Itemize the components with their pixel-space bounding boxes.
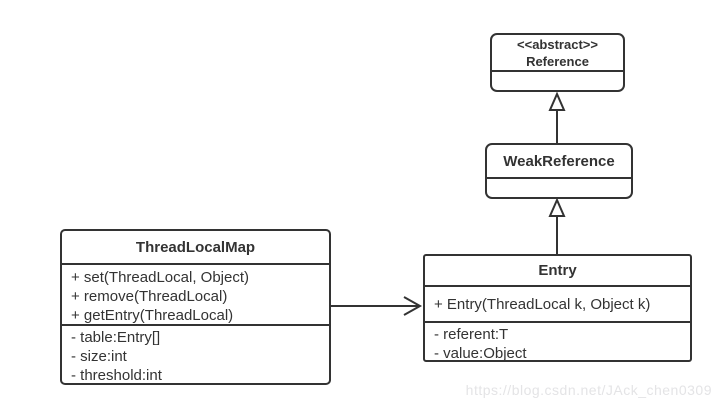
class-title-threadlocalmap: ThreadLocalMap [62,231,329,265]
class-title-weakreference: WeakReference [487,145,631,179]
class-box-entry: Entry + Entry(ThreadLocal k, Object k) -… [423,254,692,362]
attribute-item: - threshold:int [71,367,162,383]
class-name: WeakReference [503,152,615,170]
class-box-reference: <<abstract>> Reference [490,33,625,92]
method-item: + remove(ThreadLocal) [71,288,228,305]
class-name: Reference [526,53,589,69]
generalization-arrow-entry-to-weakreference [548,197,566,254]
method-item: + Entry(ThreadLocal k, Object k) [434,295,651,313]
attribute-item: - size:int [71,348,127,365]
class-title-entry: Entry [425,256,690,287]
attribute-item: - table:Entry[] [71,329,161,346]
watermark-text: https://blog.csdn.net/JAck_chen0309 [465,382,712,398]
attribute-item: - value:Object [434,345,527,360]
empty-compartment [492,72,623,90]
association-arrow-threadlocalmap-to-entry [331,296,423,316]
class-title-reference: <<abstract>> Reference [492,35,623,72]
attributes-compartment: - referent:T - value:Object [425,323,690,360]
attributes-compartment: - table:Entry[] - size:int - threshold:i… [62,326,329,383]
methods-compartment: + set(ThreadLocal, Object) + remove(Thre… [62,265,329,326]
methods-compartment: + Entry(ThreadLocal k, Object k) [425,287,690,323]
generalization-arrow-weakreference-to-reference [548,91,566,143]
method-item: + set(ThreadLocal, Object) [71,269,250,286]
stereotype-label: <<abstract>> [517,36,598,52]
empty-compartment [487,179,631,197]
class-name: Entry [538,262,577,279]
method-item: + getEntry(ThreadLocal) [71,307,234,324]
class-box-threadlocalmap: ThreadLocalMap + set(ThreadLocal, Object… [60,229,331,385]
class-box-weakreference: WeakReference [485,143,633,199]
attribute-item: - referent:T [434,326,509,343]
class-name: ThreadLocalMap [135,238,256,256]
